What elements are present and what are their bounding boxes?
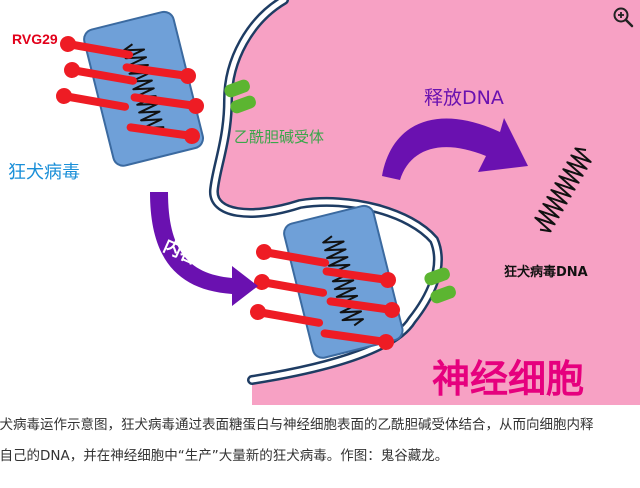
label-release-dna: 释放DNA	[424, 87, 504, 109]
endocytosis-arrow	[150, 192, 258, 306]
label-receptor: 乙酰胆碱受体	[234, 128, 324, 146]
acetylcholine-receptor-1	[224, 79, 256, 114]
zoom-in-icon[interactable]	[612, 6, 634, 28]
label-rabies-virus: 狂犬病毒	[8, 162, 80, 183]
label-nerve-cell: 神经细胞	[432, 357, 584, 401]
release-dna-arrow	[382, 118, 528, 180]
caption-line-2: 放自己的DNA，并在神经细胞中“生产”大量新的狂犬病毒。作图：鬼谷藏龙。	[0, 448, 449, 464]
label-rvg29: RVG29	[12, 31, 58, 47]
label-viral-dna: 狂犬病毒DNA	[504, 264, 588, 280]
acetylcholine-receptor-2	[424, 267, 456, 304]
rabies-diagram: RVG29 狂犬病毒 乙酰胆碱受体 内吞 释放DNA 狂犬病毒DNA 神经细胞	[8, 0, 640, 405]
caption-line-1: 狂犬病毒运作示意图，狂犬病毒通过表面糖蛋白与神经细胞表面的乙酰胆碱受体结合，从而…	[0, 417, 594, 433]
nerve-cell	[213, 0, 640, 405]
rabies-virus-outside	[83, 10, 205, 167]
figure-caption: 狂犬病毒运作示意图，狂犬病毒通过表面糖蛋白与神经细胞表面的乙酰胆碱受体结合，从而…	[0, 410, 640, 472]
